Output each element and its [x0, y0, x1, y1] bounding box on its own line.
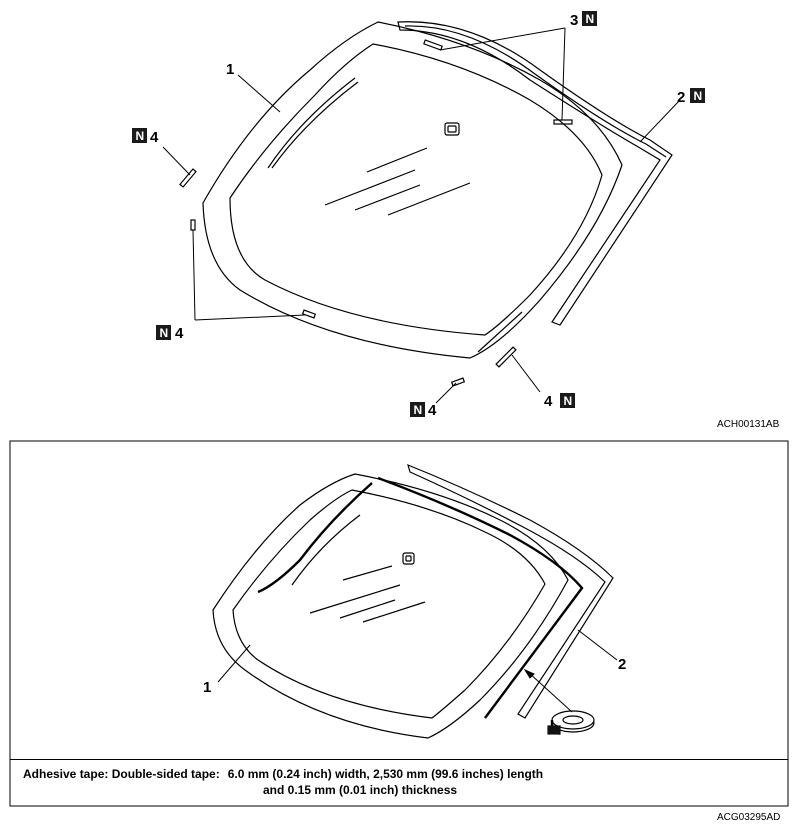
bottom-callouts: 1 2	[203, 656, 626, 696]
callout-4-c: 4	[428, 402, 437, 419]
adhesive-tape-line-top	[257, 482, 373, 594]
callout-2: 2	[677, 89, 685, 106]
svg-text:N: N	[414, 403, 423, 417]
bottom-reference-code: ACG03295AD	[717, 812, 780, 823]
windshield-glass-inner	[232, 489, 546, 719]
svg-text:N: N	[136, 129, 145, 143]
spec-key: Adhesive tape: Double-sided tape:	[23, 767, 220, 781]
n-badge: N	[156, 325, 171, 340]
svg-text:N: N	[694, 89, 703, 103]
spec-line-2: and 0.15 mm (0.01 inch) thickness	[263, 783, 458, 797]
adhesive-tape-specification: Adhesive tape: Double-sided tape: 6.0 mm …	[10, 759, 788, 806]
windshield-glass-inner	[229, 43, 603, 336]
callout-4-a: 4	[150, 129, 159, 146]
n-badge: N	[690, 88, 705, 103]
bottom-leader-lines	[217, 629, 618, 713]
n-badge: N	[410, 402, 425, 417]
callout-3: 3	[570, 12, 578, 29]
svg-text:N: N	[564, 394, 573, 408]
new-part-badges: N N N N N N	[132, 11, 705, 417]
svg-text:N: N	[160, 326, 169, 340]
top-leader-lines	[162, 27, 681, 404]
callout-4-b: 4	[175, 325, 184, 342]
tape-roll	[547, 710, 595, 735]
callout-1: 1	[226, 61, 234, 78]
callout-4-d: 4	[544, 393, 553, 410]
windshield-glass-outer	[212, 473, 569, 739]
callout-2: 2	[618, 656, 626, 673]
bottom-frame	[9, 440, 789, 807]
top-reference-code: ACH00131AB	[717, 419, 780, 430]
n-badge: N	[582, 11, 597, 26]
bottom-assembly-view	[212, 463, 614, 739]
molding-strip	[407, 463, 614, 719]
spec-line-1: 6.0 mm (0.24 inch) width, 2,530 mm (99.6…	[227, 767, 544, 781]
windshield-glass-outer	[202, 21, 623, 359]
callout-1: 1	[203, 679, 211, 696]
top-callouts: 1 2 3 4 4 4 4	[150, 12, 685, 419]
adhesive-tape-line	[377, 476, 584, 719]
molding-strip	[397, 21, 673, 326]
n-badge: N	[132, 128, 147, 143]
top-exploded-view	[179, 21, 673, 387]
n-badge: N	[560, 393, 575, 408]
svg-text:N: N	[586, 12, 595, 26]
